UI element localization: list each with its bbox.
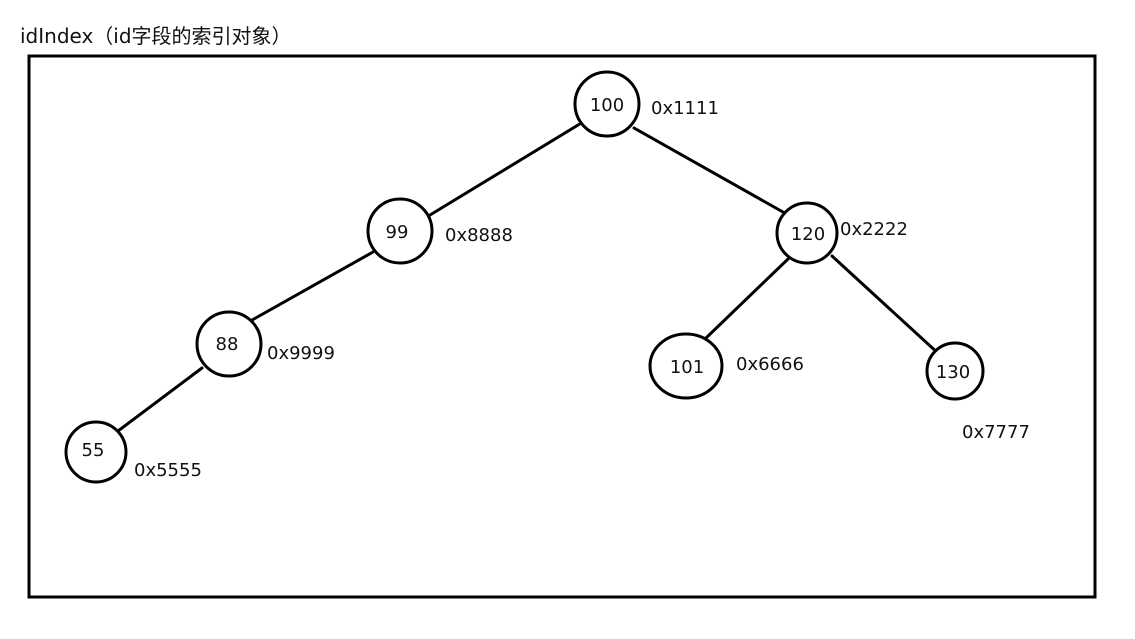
tree-node: 100 0x1111 [573,70,719,138]
node-key: 88 [216,334,239,355]
node-address: 0x9999 [267,343,335,364]
node-address: 0x5555 [134,460,202,481]
node-circle [366,197,434,265]
node-circle [64,420,128,484]
node-key: 120 [791,224,825,245]
diagram-frame [27,54,1097,599]
node-address: 0x8888 [445,225,513,246]
edge-120-130 [830,254,942,357]
node-address: 0x2222 [840,219,908,240]
node-circle [775,201,839,265]
node-key: 130 [936,362,970,383]
node-address: 0x7777 [962,422,1030,443]
edge-100-120 [632,126,792,218]
tree-node: 88 0x9999 [195,310,335,378]
edge-88-55 [116,366,204,433]
edge-100-99 [428,120,585,217]
edge-99-88 [243,250,375,326]
node-circle [195,310,263,378]
node-key: 101 [670,357,704,378]
tree-node: 101 0x6666 [648,332,804,400]
node-key: 99 [386,222,409,243]
node-circle [648,332,724,400]
node-address: 0x1111 [651,98,719,119]
node-circle [925,341,985,401]
diagram-title: idIndex（id字段的索引对象） [20,24,292,48]
node-circle [573,70,641,138]
tree-node: 55 0x5555 [64,420,202,484]
tree-node: 130 0x7777 [925,341,1030,443]
node-address: 0x6666 [736,354,804,375]
node-key: 55 [82,440,105,461]
tree-node: 120 0x2222 [775,201,908,265]
tree-node: 99 0x8888 [366,197,513,265]
node-key: 100 [590,95,624,116]
edge-120-101 [704,257,790,340]
